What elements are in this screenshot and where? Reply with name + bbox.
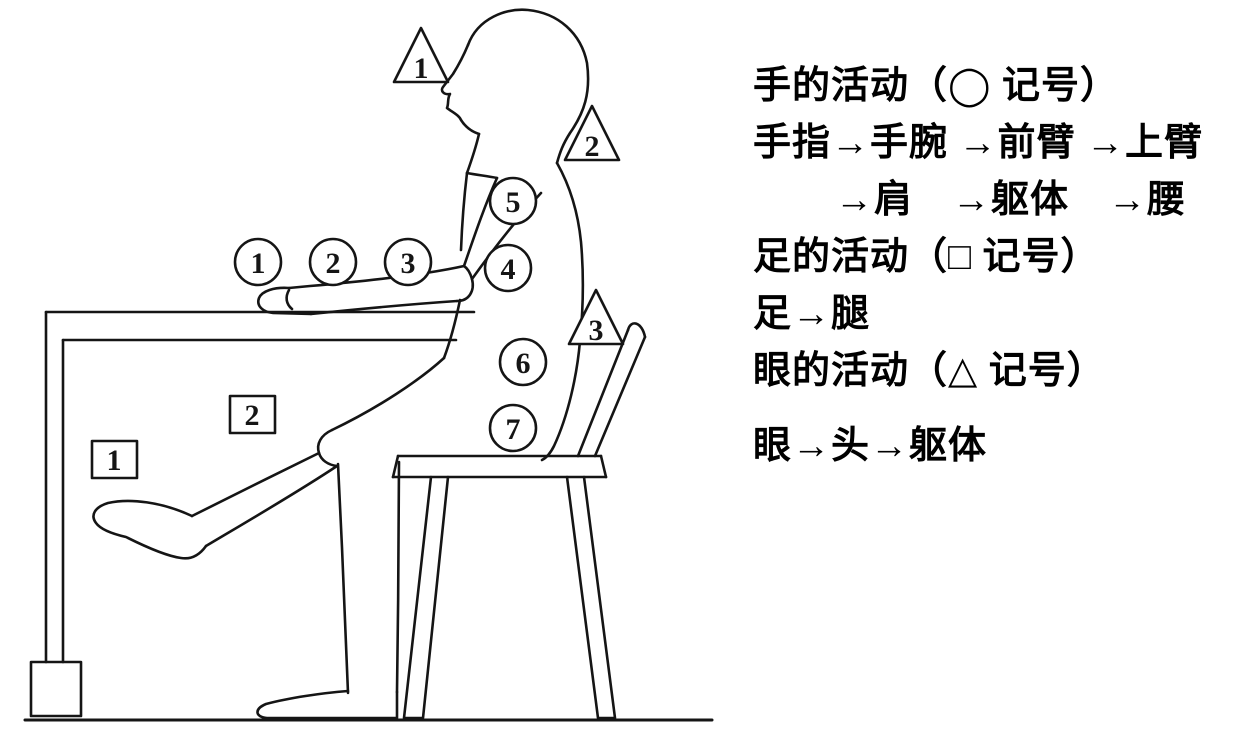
lower-leg-front bbox=[336, 462, 350, 695]
circle-marker-3-label: 3 bbox=[401, 247, 416, 280]
circle-marker-2-label: 2 bbox=[326, 247, 341, 280]
legend-line-eye-chain: 眼→头→躯体 bbox=[753, 425, 988, 467]
chair-backrest-front bbox=[576, 328, 630, 458]
forearm-bottom bbox=[309, 299, 459, 316]
circle-marker-7 bbox=[488, 403, 538, 453]
circle-marker-3 bbox=[383, 237, 433, 287]
table bbox=[29, 310, 476, 718]
square-marker-2-label: 2 bbox=[245, 399, 260, 432]
circle-markers: 1 2 3 4 5 6 7 bbox=[233, 176, 548, 453]
elbow bbox=[455, 264, 475, 303]
knee-front bbox=[316, 428, 339, 468]
triangle-marker-2-label: 2 bbox=[585, 130, 600, 163]
circle-marker-1-label: 1 bbox=[251, 247, 266, 280]
forearm-top bbox=[287, 264, 466, 290]
shin-top bbox=[190, 451, 321, 518]
circle-marker-4-label: 4 bbox=[501, 253, 516, 286]
chest-front bbox=[459, 171, 469, 252]
square-marker-1-label: 1 bbox=[107, 444, 122, 477]
circle-marker-5 bbox=[488, 176, 538, 226]
chair-front-leg bbox=[402, 475, 450, 720]
square-marker-2 bbox=[228, 394, 277, 435]
chair bbox=[391, 322, 647, 720]
legend-line-hand-chain: 手指→手腕 →前臂 →上臂 bbox=[753, 122, 1204, 164]
thumb-line bbox=[285, 288, 294, 311]
thigh-top bbox=[330, 356, 446, 432]
legend-line-foot-activity: 足的活动（□ 记号） bbox=[753, 236, 1100, 278]
circle-marker-5-label: 5 bbox=[506, 186, 521, 219]
square-marker-1 bbox=[90, 439, 139, 480]
triangle-marker-1 bbox=[392, 26, 450, 84]
belly-front bbox=[442, 298, 462, 360]
chair-seat-left-edge bbox=[391, 454, 400, 479]
circle-marker-6-label: 6 bbox=[516, 347, 531, 380]
torso-back bbox=[540, 161, 585, 462]
legend-line-foot-chain: 足→腿 bbox=[753, 293, 871, 335]
neck-front bbox=[465, 132, 481, 175]
calf-back bbox=[204, 464, 339, 548]
circle-marker-4 bbox=[483, 243, 533, 293]
circle-marker-6 bbox=[498, 337, 548, 387]
legend-line-hand-activity: 手的活动（◯ 记号） bbox=[753, 65, 1120, 107]
chair-back-leg bbox=[565, 475, 617, 720]
table-base-block bbox=[29, 660, 83, 718]
legend: 手的活动（◯ 记号） 手指→手腕 →前臂 →上臂 →肩 →躯体 →腰 足的活动（… bbox=[753, 58, 1251, 475]
circle-marker-1 bbox=[233, 237, 283, 287]
triangle-marker-1-label: 1 bbox=[414, 52, 429, 85]
face-profile bbox=[440, 43, 481, 136]
chair-seat-right-edge bbox=[599, 454, 608, 479]
legend-line-hand-chain-2: →肩 →躯体 →腰 bbox=[835, 179, 1187, 221]
scene-drawing: 1 2 3 4 5 6 7 1 2 1 2 3 bbox=[23, 8, 714, 722]
triangle-marker-3 bbox=[567, 288, 625, 346]
legend-line-eye-activity: 眼的活动（△ 记号） bbox=[753, 350, 1106, 392]
shoulder-line bbox=[465, 171, 499, 180]
triangle-marker-2 bbox=[563, 104, 621, 162]
head-back-outline bbox=[466, 8, 590, 165]
triangle-marker-3-label: 3 bbox=[589, 314, 604, 347]
upper-arm-front bbox=[462, 176, 499, 268]
lower-leg-back bbox=[395, 460, 401, 694]
chair-backrest-rear bbox=[593, 335, 647, 458]
chair-backrest-cap bbox=[626, 322, 647, 339]
circle-marker-2 bbox=[308, 237, 358, 287]
hand bbox=[257, 286, 313, 316]
triangle-markers: 1 2 3 bbox=[392, 26, 625, 347]
raised-foot bbox=[92, 499, 208, 560]
circle-marker-7-label: 7 bbox=[506, 413, 521, 446]
floor-foot bbox=[256, 689, 399, 720]
square-markers: 1 2 bbox=[90, 394, 277, 480]
